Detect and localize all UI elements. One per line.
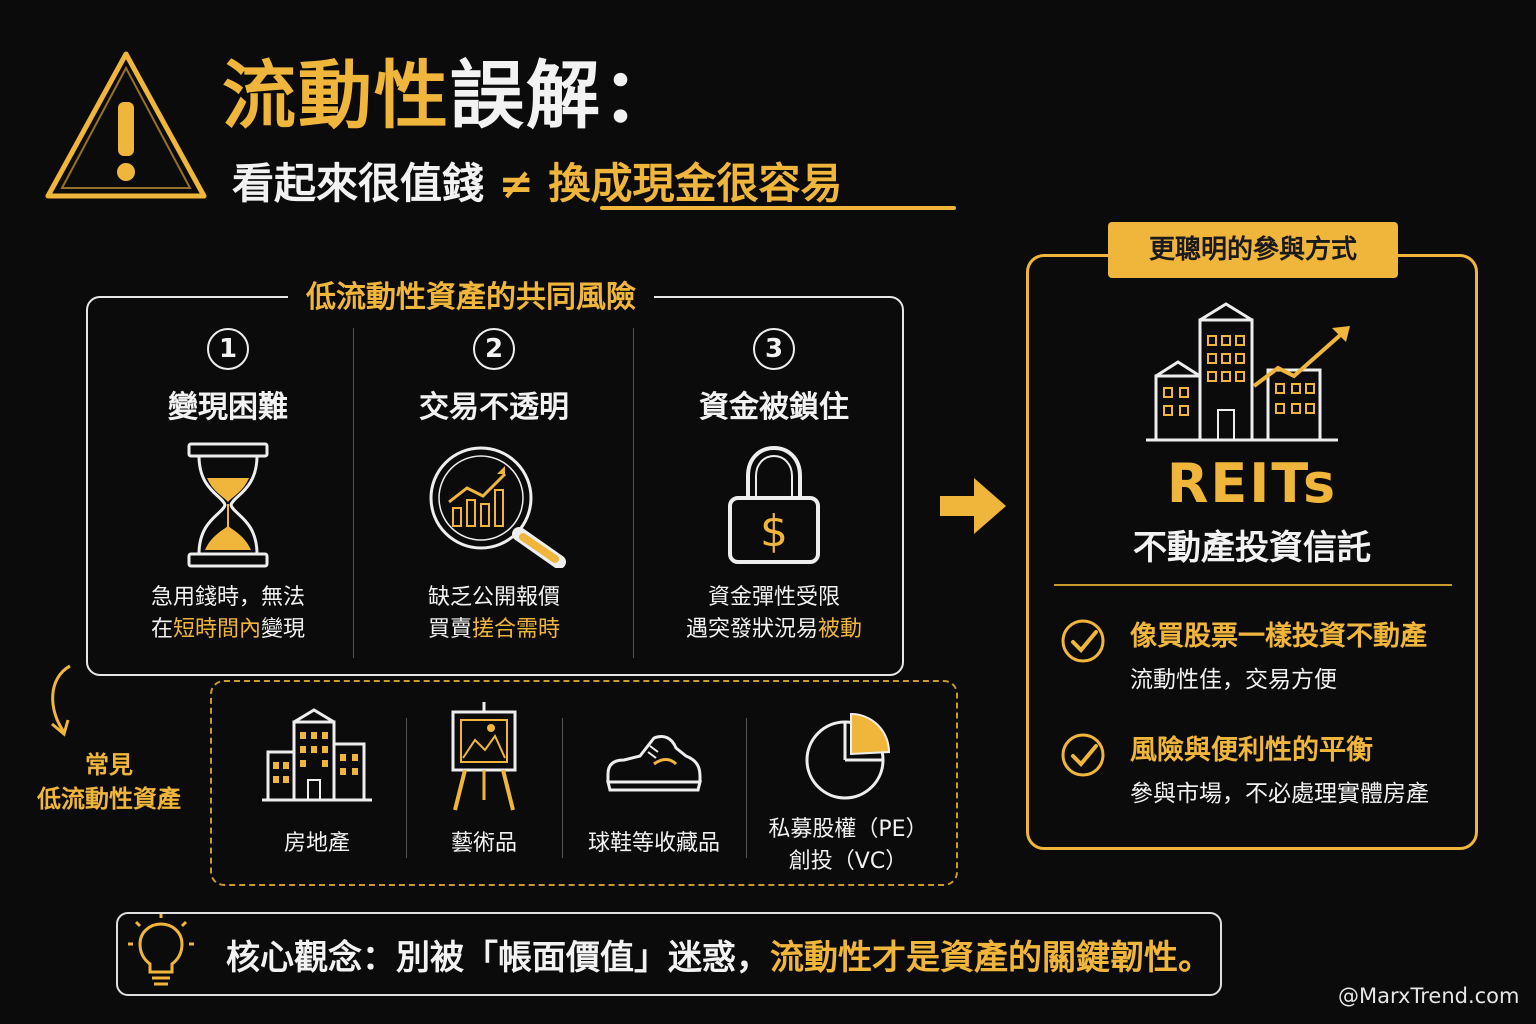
easel-painting-icon bbox=[451, 702, 517, 811]
risk-card-3: 3 資金被鎖住 $ 資金彈性受限 遇突發狀況易被動 bbox=[634, 298, 914, 674]
reits-subtitle: 不動產投資信託 bbox=[1133, 528, 1371, 568]
benefit-subtitle: 流動性佳，交易方便 bbox=[1130, 667, 1337, 693]
desc-highlight: 短時間內 bbox=[172, 617, 261, 642]
core-label: 核心觀念： bbox=[226, 938, 396, 978]
risk-desc-line1: 急用錢時，無法 bbox=[150, 585, 305, 610]
asset-label-2: 創投（VC） bbox=[788, 849, 908, 874]
risk-number: 2 bbox=[473, 328, 515, 370]
subtitle-left: 看起來很值錢 bbox=[232, 159, 485, 208]
core-text-white: 別被「帳面價值」迷惑， bbox=[396, 938, 770, 978]
common-assets-panel: 房地產 藝術品 球鞋等收藏品 bbox=[210, 680, 958, 886]
title-highlight: 流動性 bbox=[222, 53, 450, 139]
sneaker-icon bbox=[606, 734, 702, 792]
desc-highlight: 被動 bbox=[818, 617, 863, 642]
page-subtitle: 看起來很值錢 ≠ 換成現金很容易 bbox=[232, 150, 842, 211]
divider bbox=[633, 328, 634, 658]
benefit-title: 像買股票一樣投資不動產 bbox=[1130, 621, 1427, 652]
risk-desc-line2: 買賣搓合需時 bbox=[354, 614, 634, 646]
subtitle-underline bbox=[600, 206, 956, 210]
risk-heading: 資金被鎖住 bbox=[699, 390, 849, 425]
core-concept-panel bbox=[116, 912, 1222, 996]
divider bbox=[406, 718, 407, 858]
page-title: 流動性誤解： bbox=[222, 36, 678, 143]
core-text-highlight: 流動性才是資產的關鍵韌性。 bbox=[770, 938, 1212, 978]
desc-text: 遇突發狀況易 bbox=[685, 617, 818, 642]
asset-label: 球鞋等收藏品 bbox=[587, 831, 720, 856]
risk-desc-line2: 遇突發狀況易被動 bbox=[634, 614, 914, 646]
common-assets-label: 常見 低流動性資產 bbox=[24, 748, 194, 816]
desc-text: 變現 bbox=[261, 617, 306, 642]
risk-desc-line2: 在短時間內變現 bbox=[88, 614, 368, 646]
lightbulb-icon bbox=[128, 914, 194, 986]
risks-panel: 1 變現困難 急用錢時，無法 在短時間內變現 2 交易不透明 bbox=[86, 296, 904, 676]
check-circle-icon bbox=[1061, 619, 1105, 663]
asset-label: 私募股權（PE） bbox=[768, 817, 928, 842]
risk-card-1: 1 變現困難 急用錢時，無法 在短時間內變現 bbox=[88, 298, 368, 674]
desc-highlight: 搓合需時 bbox=[472, 617, 561, 642]
risks-title: 低流動性資產的共同風險 bbox=[288, 272, 654, 316]
buildings-icon bbox=[262, 708, 372, 802]
divider bbox=[746, 718, 747, 858]
risk-description: 資金彈性受限 遇突發狀況易被動 bbox=[634, 582, 914, 646]
city-growth-icon bbox=[1146, 302, 1350, 442]
reits-name: REITs bbox=[1166, 452, 1338, 515]
subtitle-right: 換成現金很容易 bbox=[548, 159, 843, 208]
magnifier-chart-icon bbox=[429, 446, 566, 568]
benefit-title: 風險與便利性的平衡 bbox=[1130, 735, 1373, 766]
divider bbox=[562, 718, 563, 858]
asset-private-equity: 私募股權（PE） 創投（VC） bbox=[748, 682, 948, 884]
risk-desc-line1: 缺乏公開報價 bbox=[427, 585, 560, 610]
title-rest: 誤解： bbox=[450, 53, 678, 139]
check-circle-icon bbox=[1061, 733, 1105, 777]
pie-chart-icon bbox=[805, 712, 891, 800]
reits-tag: 更聰明的參與方式 bbox=[1108, 222, 1398, 278]
hourglass-icon bbox=[187, 442, 269, 568]
risk-number: 1 bbox=[207, 328, 249, 370]
right-arrow-icon bbox=[940, 478, 1006, 534]
desc-text: 買賣 bbox=[427, 617, 472, 642]
risk-number: 3 bbox=[753, 328, 795, 370]
curved-arrow-icon bbox=[51, 664, 71, 737]
padlock-dollar-icon: $ bbox=[728, 445, 820, 564]
risk-card-2: 2 交易不透明 缺乏公開報價 買賣搓合需時 bbox=[354, 298, 634, 674]
risk-heading: 交易不透明 bbox=[419, 390, 569, 425]
asset-label: 藝術品 bbox=[450, 831, 517, 856]
risk-description: 急用錢時，無法 在短時間內變現 bbox=[88, 582, 368, 646]
benefit-subtitle: 參與市場，不必處理實體房產 bbox=[1130, 781, 1429, 807]
svg-text:$: $ bbox=[760, 506, 788, 557]
label-line: 低流動性資產 bbox=[37, 785, 181, 813]
risk-heading: 變現困難 bbox=[168, 390, 288, 425]
asset-label: 房地產 bbox=[283, 831, 350, 856]
desc-text: 在 bbox=[150, 617, 173, 642]
asset-art: 藝術品 bbox=[408, 682, 560, 884]
label-line: 常見 bbox=[85, 751, 133, 779]
not-equal-symbol: ≠ bbox=[498, 159, 534, 208]
divider bbox=[1054, 584, 1452, 586]
core-concept-text: 核心觀念：別被「帳面價值」迷惑，流動性才是資產的關鍵韌性。 bbox=[226, 930, 1212, 979]
divider bbox=[353, 328, 354, 658]
asset-collectibles: 球鞋等收藏品 bbox=[564, 682, 744, 884]
asset-real-estate: 房地產 bbox=[232, 682, 402, 884]
watermark: @MarxTrend.com bbox=[1338, 984, 1520, 1008]
warning-triangle-icon bbox=[45, 51, 207, 199]
risk-description: 缺乏公開報價 買賣搓合需時 bbox=[354, 582, 634, 646]
risk-desc-line1: 資金彈性受限 bbox=[707, 585, 840, 610]
